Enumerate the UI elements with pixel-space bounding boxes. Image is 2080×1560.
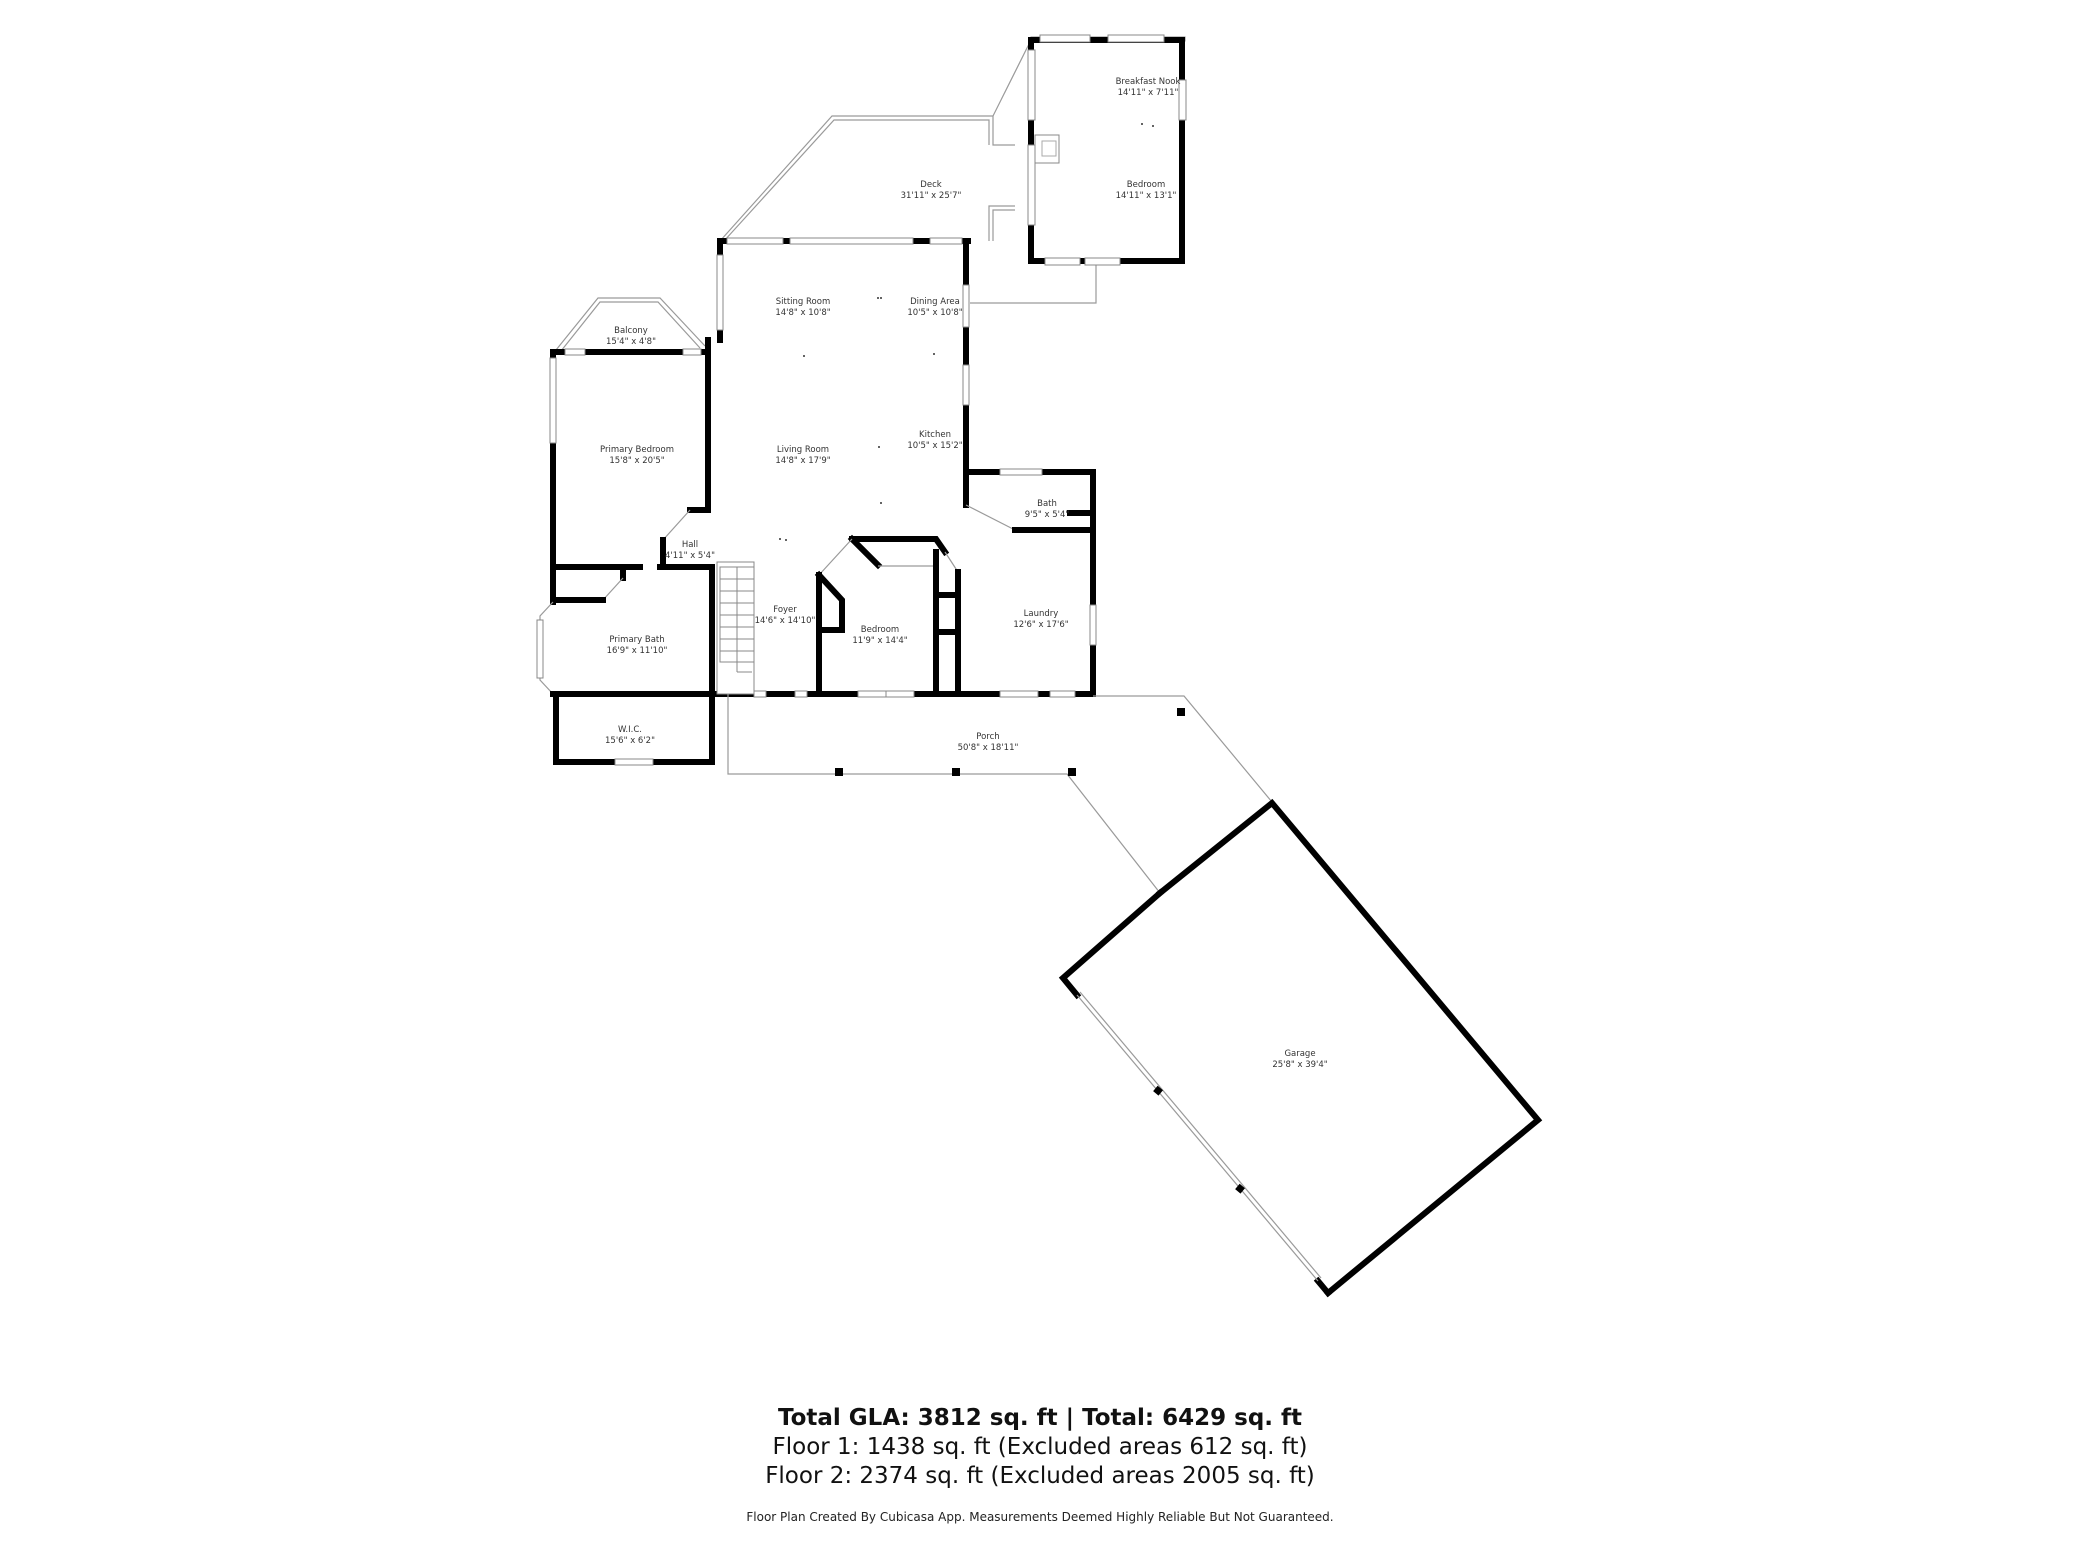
room-dimensions: 15'4" x 4'8" bbox=[606, 337, 656, 347]
room-dimensions: 4'11" x 5'4" bbox=[665, 551, 715, 561]
floor2-area-line: Floor 2: 2374 sq. ft (Excluded areas 200… bbox=[765, 1463, 1315, 1489]
room-label-laundry: Laundry 12'6" x 17'6" bbox=[1013, 609, 1068, 631]
room-label-foyer: Foyer 14'6" x 14'10" bbox=[755, 605, 816, 627]
room-name: Bedroom bbox=[1126, 180, 1166, 190]
room-name: Hall bbox=[681, 540, 699, 550]
room-label-hall: Hall 4'11" x 5'4" bbox=[665, 540, 715, 562]
room-name: Kitchen bbox=[919, 430, 951, 440]
room-dimensions: 12'6" x 17'6" bbox=[1013, 620, 1069, 630]
room-dimensions: 50'8" x 18'11" bbox=[957, 743, 1019, 753]
disclaimer-text: Floor Plan Created By Cubicasa App. Meas… bbox=[746, 1510, 1334, 1524]
room-dimensions: 14'11" x 13'1" bbox=[1115, 191, 1177, 201]
room-name: Laundry bbox=[1023, 609, 1059, 619]
room-label-bedroom-lower: Bedroom 11'9" x 14'4" bbox=[852, 625, 907, 647]
room-dimensions: 14'8" x 10'8" bbox=[775, 308, 831, 318]
room-dimensions: 31'11" x 25'7" bbox=[900, 191, 962, 201]
room-label-balcony: Balcony 15'4" x 4'8" bbox=[606, 326, 656, 348]
nook-bedroom-walls bbox=[1027, 34, 1187, 266]
room-dimensions: 10'5" x 10'8" bbox=[907, 308, 963, 318]
room-label-deck: Deck 31'11" x 25'7" bbox=[901, 180, 962, 202]
room-label-bedroom-upper: Bedroom 14'11" x 13'1" bbox=[1116, 180, 1177, 202]
room-name: Foyer bbox=[773, 605, 797, 615]
room-name: Porch bbox=[976, 732, 1000, 742]
room-dimensions: 15'6" x 6'2" bbox=[605, 736, 655, 746]
room-name: Garage bbox=[1284, 1049, 1316, 1059]
room-dimensions: 14'11" x 7'11" bbox=[1117, 88, 1179, 98]
room-dimensions: 15'8" x 20'5" bbox=[609, 456, 665, 466]
room-name: Deck bbox=[920, 180, 942, 190]
room-label-garage: Garage 25'8" x 39'4" bbox=[1272, 1049, 1327, 1071]
room-label-bath: Bath 9'5" x 5'4" bbox=[1025, 499, 1070, 521]
room-dimensions: 25'8" x 39'4" bbox=[1272, 1060, 1328, 1070]
fixture-dots bbox=[779, 123, 1154, 541]
main-house-walls bbox=[536, 237, 1097, 766]
room-label-primary-bedroom: Primary Bedroom 15'8" x 20'5" bbox=[600, 445, 674, 467]
room-dimensions: 14'8" x 17'9" bbox=[775, 456, 831, 466]
garage-walls bbox=[1058, 798, 1543, 1298]
room-dimensions: 16'9" x 11'10" bbox=[606, 646, 668, 656]
room-label-wic: W.I.C. 15'6" x 6'2" bbox=[605, 725, 655, 747]
room-label-primary-bath: Primary Bath 16'9" x 11'10" bbox=[607, 635, 668, 657]
floor1-area-line: Floor 1: 1438 sq. ft (Excluded areas 612… bbox=[772, 1434, 1308, 1460]
room-name: Primary Bedroom bbox=[600, 445, 674, 455]
room-name: Bedroom bbox=[860, 625, 900, 635]
room-label-kitchen: Kitchen 10'5" x 15'2" bbox=[907, 430, 962, 452]
deck-outline bbox=[719, 39, 1097, 304]
room-name: Balcony bbox=[614, 326, 648, 336]
room-label-sitting-room: Sitting Room 14'8" x 10'8" bbox=[775, 297, 830, 319]
room-name: W.I.C. bbox=[618, 725, 642, 735]
room-name: Dining Area bbox=[910, 297, 960, 307]
total-area-line: Total GLA: 3812 sq. ft | Total: 6429 sq.… bbox=[777, 1405, 1303, 1431]
room-label-breakfast-nook: Breakfast Nook 14'11" x 7'11" bbox=[1116, 77, 1181, 99]
area-summary: Total GLA: 3812 sq. ft | Total: 6429 sq.… bbox=[0, 1403, 2080, 1525]
room-label-porch: Porch 50'8" x 18'11" bbox=[958, 732, 1019, 754]
room-label-living-room: Living Room 14'8" x 17'9" bbox=[775, 445, 830, 467]
porch-outline bbox=[727, 694, 1273, 894]
room-dimensions: 11'9" x 14'4" bbox=[852, 636, 908, 646]
room-dimensions: 14'6" x 14'10" bbox=[754, 616, 816, 626]
room-name: Living Room bbox=[776, 445, 830, 455]
room-dimensions: 10'5" x 15'2" bbox=[907, 441, 963, 451]
room-name: Bath bbox=[1037, 499, 1057, 509]
room-name: Breakfast Nook bbox=[1115, 77, 1181, 87]
room-name: Sitting Room bbox=[775, 297, 831, 307]
room-label-dining-area: Dining Area 10'5" x 10'8" bbox=[907, 297, 962, 319]
room-dimensions: 9'5" x 5'4" bbox=[1024, 510, 1070, 520]
room-name: Primary Bath bbox=[609, 635, 665, 645]
